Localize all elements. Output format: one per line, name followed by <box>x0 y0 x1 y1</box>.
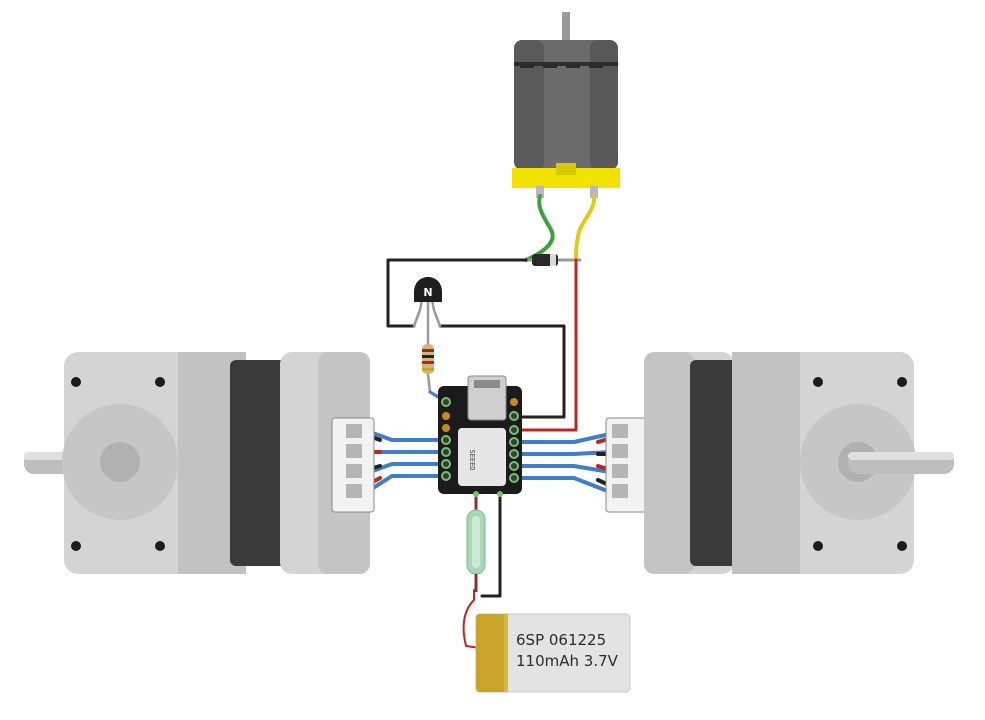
reed-switch <box>466 509 486 592</box>
dc-motor-shaft <box>562 12 570 44</box>
dc-motor-terminal-left <box>536 186 544 198</box>
wire-black-transistor-board <box>438 324 566 419</box>
dc-motor-base <box>512 168 620 188</box>
wire-red-battery <box>462 589 481 649</box>
wire-black-transistor-loop <box>386 258 528 328</box>
battery-rating-label: 110mAh 3.7V <box>516 652 619 670</box>
transistor: N <box>414 277 442 302</box>
wire-black-battery <box>480 492 502 598</box>
diode <box>532 254 558 266</box>
battery-model-label: 6SP 061225 <box>516 631 606 649</box>
stepper-left-body-dark <box>230 360 290 566</box>
wire-right-stepper-4 <box>518 476 612 494</box>
battery-tab <box>476 614 508 692</box>
wires <box>356 194 626 649</box>
wire-red-motor-board <box>518 258 578 432</box>
wire-right-stepper-3 <box>518 464 612 474</box>
wire-left-stepper-4 <box>368 474 446 492</box>
dc-motor-terminal-right <box>590 186 598 198</box>
board-shield <box>458 428 506 486</box>
transistor-label: N <box>423 286 432 299</box>
stepper-motor-right <box>605 352 954 574</box>
stepper-motor-left <box>24 352 375 574</box>
board-brand-label: SEEED <box>468 449 476 470</box>
dc-motor <box>512 12 620 198</box>
wire-yellow <box>574 194 597 260</box>
wire-left-stepper-1 <box>368 430 446 442</box>
wire-right-stepper-1 <box>518 432 612 444</box>
lipo-battery: 6SP 061225 110mAh 3.7V <box>475 613 631 693</box>
microcontroller-board: SEEED <box>438 375 522 497</box>
wire-left-stepper-3 <box>368 462 446 474</box>
resistor <box>422 344 434 374</box>
wire-green <box>524 194 555 262</box>
